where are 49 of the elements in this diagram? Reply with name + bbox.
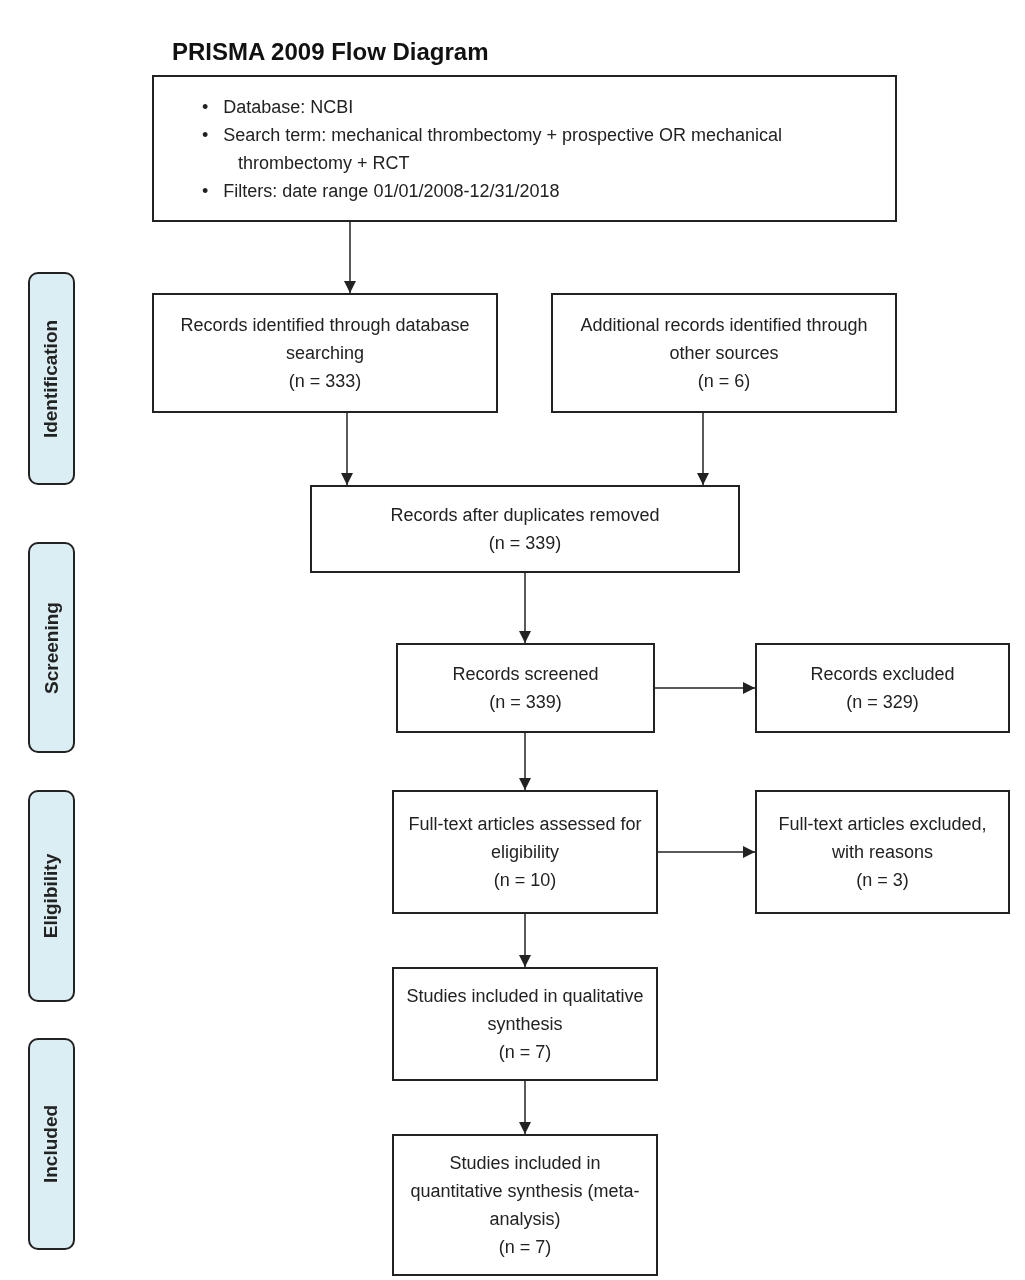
- process-box: [396, 643, 655, 733]
- arrow: [519, 732, 531, 791]
- stage-label: [28, 542, 75, 753]
- process-box: [755, 643, 1010, 733]
- box-text: (n = 333): [288, 370, 362, 393]
- process-box: [392, 1134, 658, 1276]
- box-text: (n = 7): [498, 1041, 552, 1064]
- box-text: Records screened: [452, 663, 599, 686]
- box-text: Studies included in qualitative synthesis: [405, 985, 645, 1036]
- box-text: (n = 339): [489, 691, 562, 714]
- process-box: [755, 790, 1010, 914]
- process-box: [152, 75, 897, 222]
- arrow: [341, 412, 353, 486]
- bullet-item: • Database: NCBI: [202, 95, 354, 119]
- arrow: [654, 682, 756, 694]
- box-text: Studies included in quantitative synthesis (meta-analysis): [409, 1152, 641, 1231]
- stage-label: [28, 1038, 75, 1250]
- box-text: Additional records identified through other sources: [579, 314, 869, 365]
- box-text: (n = 3): [856, 869, 909, 892]
- process-box: [310, 485, 740, 573]
- arrow: [657, 846, 756, 858]
- process-box: [392, 790, 658, 914]
- box-text: Records excluded: [810, 663, 955, 686]
- arrow: [344, 221, 356, 294]
- stage-name: Included: [39, 1104, 63, 1184]
- arrow: [697, 412, 709, 486]
- stage-name: Identification: [39, 319, 63, 438]
- stage-name: Screening: [39, 601, 63, 694]
- arrow: [519, 1080, 531, 1135]
- box-text: (n = 10): [493, 869, 557, 892]
- box-text: (n = 7): [498, 1236, 552, 1259]
- process-box: [392, 967, 658, 1081]
- arrow: [519, 913, 531, 968]
- bullet-item: • Filters: date range 01/01/2008-12/31/2018: [202, 179, 560, 203]
- box-text: (n = 329): [846, 691, 919, 714]
- box-text: (n = 6): [697, 370, 751, 393]
- process-box: [551, 293, 897, 413]
- box-text: (n = 339): [488, 532, 562, 555]
- stage-label: [28, 790, 75, 1002]
- stage-label: [28, 272, 75, 485]
- process-box: [152, 293, 498, 413]
- box-text: Records identified through database searching: [179, 314, 471, 365]
- stage-name: Eligibility: [39, 853, 63, 939]
- box-text: Full-text articles excluded, with reasons: [777, 813, 988, 864]
- diagram-title: PRISMA 2009 Flow Diagram: [172, 38, 489, 66]
- box-text: Records after duplicates removed: [390, 504, 660, 527]
- arrow: [519, 572, 531, 644]
- bullet-item: • Search term: mechanical thrombectomy + prospective OR mechanical thrombectomy + RCT: [202, 123, 784, 175]
- box-text: Full-text articles assessed for eligibility: [407, 813, 643, 864]
